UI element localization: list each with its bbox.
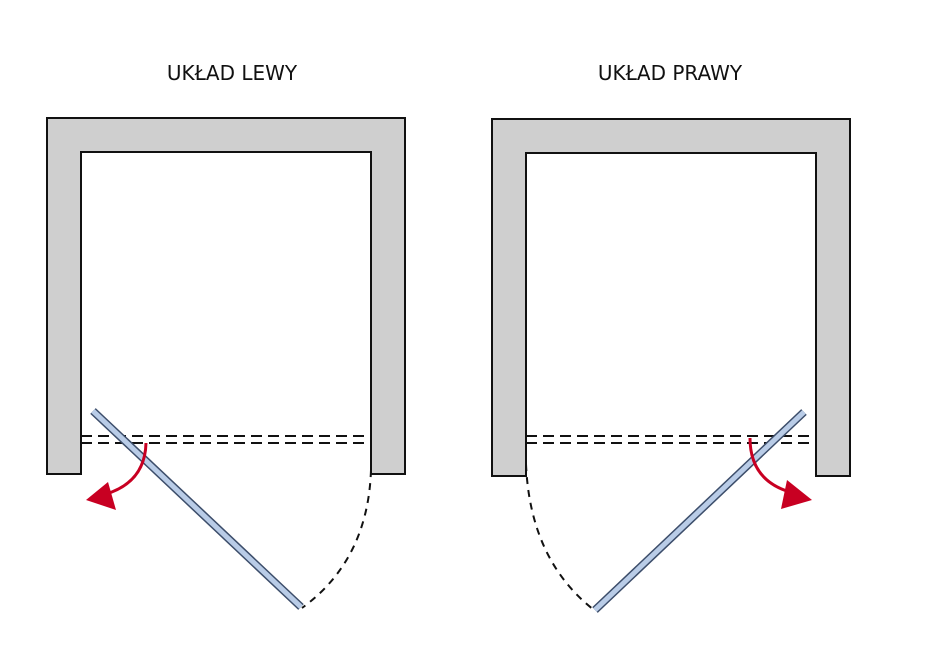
left-swing-path [301, 469, 372, 609]
left-layout: UKŁAD LEWY [46, 61, 406, 610]
right-door-panel [593, 410, 806, 612]
right-layout: UKŁAD PRAWY [491, 61, 851, 613]
right-wall [491, 118, 851, 477]
left-wall [46, 117, 406, 475]
left-door-panel [91, 409, 303, 609]
curved-arrow-icon [86, 442, 148, 510]
curved-arrow-icon [748, 437, 812, 509]
right-layout-title: UKŁAD PRAWY [598, 61, 743, 85]
right-swing-path [525, 463, 595, 611]
left-layout-title: UKŁAD LEWY [167, 61, 298, 85]
